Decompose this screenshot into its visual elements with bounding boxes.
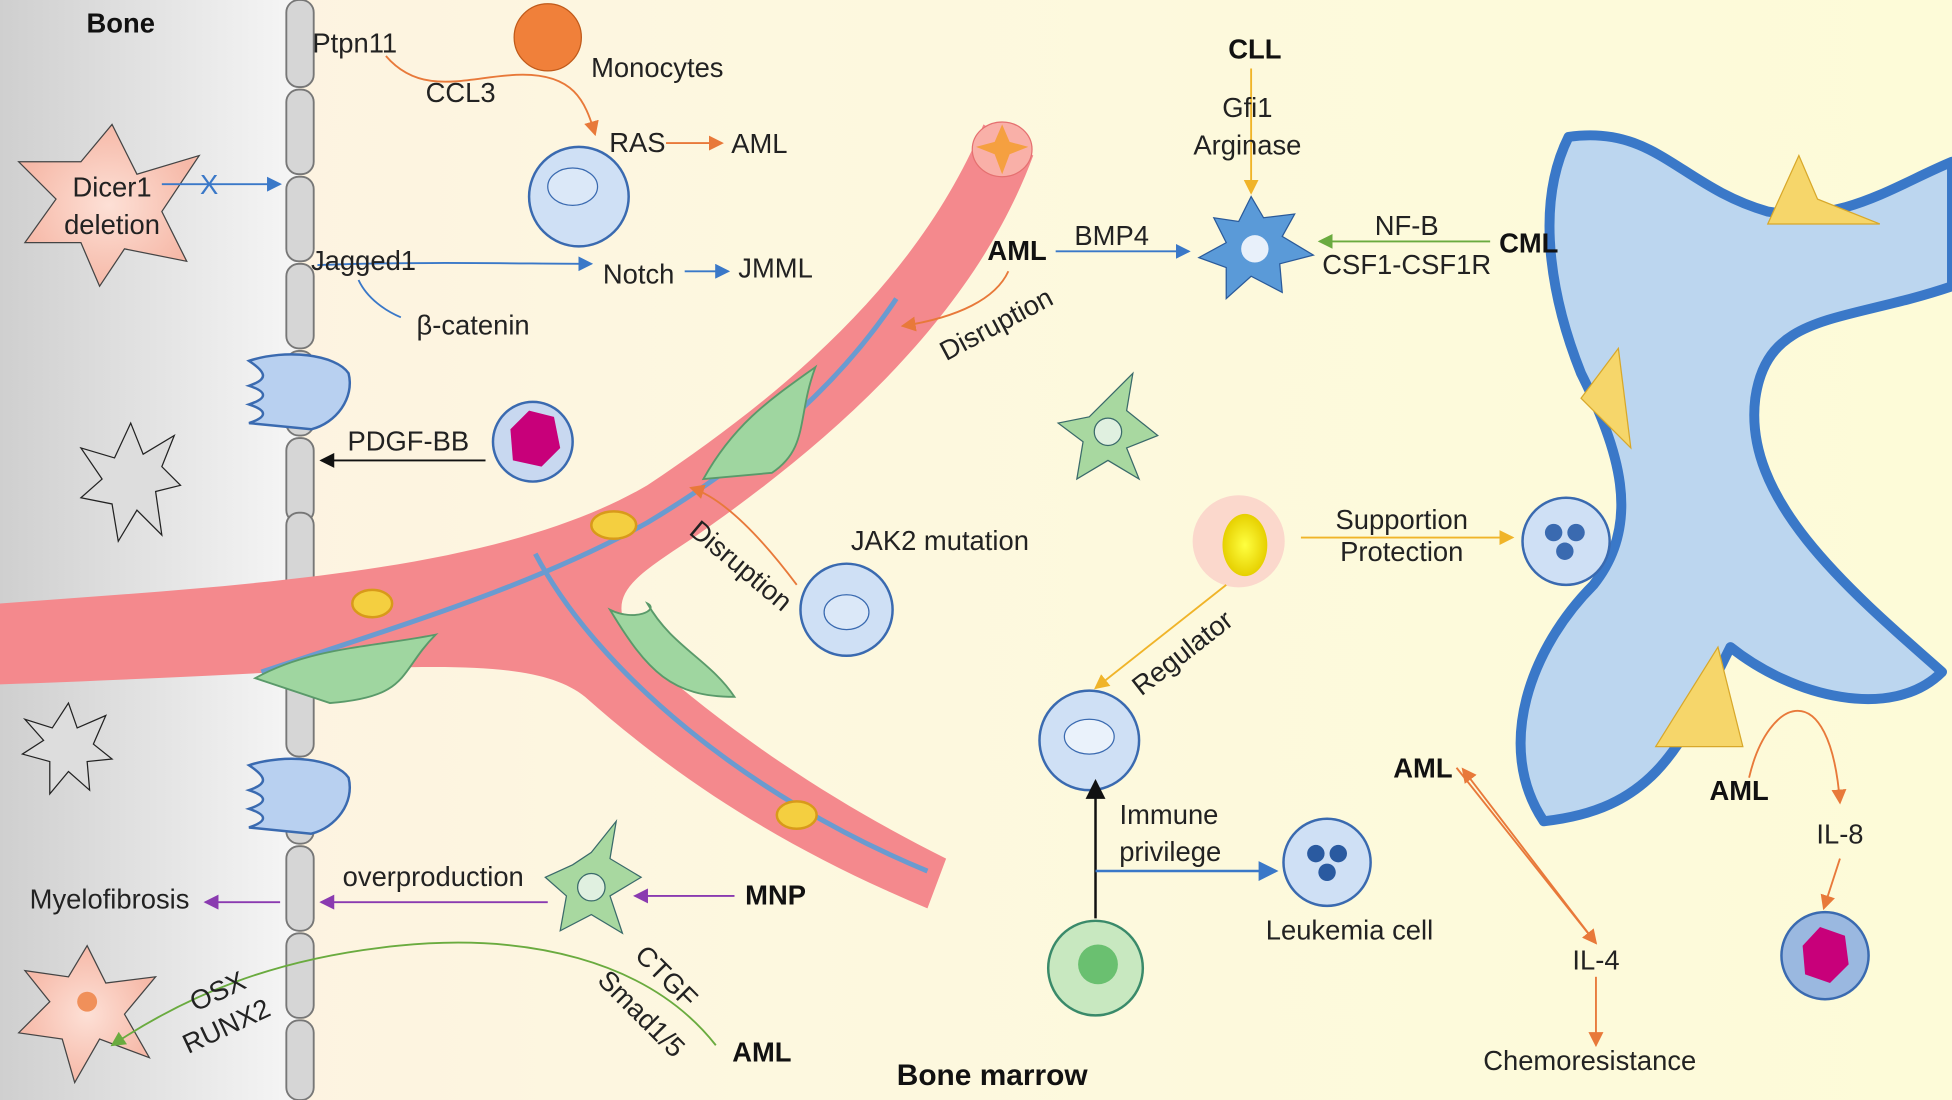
label-aml-ctgf: AML bbox=[732, 1036, 791, 1067]
label-dicer1: Dicer1 bbox=[72, 172, 151, 203]
vessel-endothelium bbox=[260, 297, 929, 874]
label-immune: Immune bbox=[1120, 799, 1219, 830]
label-ccl3: CCL3 bbox=[426, 77, 496, 108]
label-aml-bmp4: AML bbox=[987, 235, 1046, 266]
jak2-nucleus bbox=[823, 594, 870, 631]
label-supportion: Supportion bbox=[1336, 504, 1468, 535]
label-gfi1: Gfi1 bbox=[1222, 92, 1272, 123]
osteoclast-star-2 bbox=[20, 701, 114, 796]
dicer1-osteoblast bbox=[17, 123, 201, 288]
label-bmp4: BMP4 bbox=[1074, 220, 1149, 251]
yellow-stromal-cells bbox=[1580, 154, 1881, 748]
label-csf1-csf1r: CSF1-CSF1R bbox=[1322, 249, 1491, 280]
label-notch: Notch bbox=[603, 259, 675, 290]
label-nf-b: NF-B bbox=[1375, 210, 1439, 241]
label-overproduction: overproduction bbox=[343, 861, 524, 892]
osteoblast-bottom bbox=[17, 944, 158, 1085]
label-bone-marrow: Bone marrow bbox=[897, 1059, 1089, 1092]
pericytes bbox=[351, 510, 818, 830]
label-cll: CLL bbox=[1228, 33, 1281, 64]
label-pdgf-bb: PDGF-BB bbox=[347, 425, 469, 456]
immune-nucleus bbox=[1063, 718, 1115, 755]
x-block-icon: X bbox=[200, 169, 218, 200]
label-arginase: Arginase bbox=[1193, 129, 1301, 160]
label-privilege: privilege bbox=[1119, 836, 1221, 867]
label-myelofibrosis: Myelofibrosis bbox=[30, 883, 190, 914]
megakaryocyte-nucleus bbox=[510, 410, 561, 467]
osteoblast-nucleus bbox=[77, 991, 98, 1012]
label-aml-il8: AML bbox=[1709, 775, 1768, 806]
label-bone: Bone bbox=[87, 7, 155, 38]
leukemia-nuclei-front bbox=[1307, 844, 1347, 881]
label-il4: IL-4 bbox=[1572, 944, 1619, 975]
hsc-nucleus bbox=[547, 167, 599, 206]
label-aml-ras: AML bbox=[731, 128, 787, 159]
label-cml: CML bbox=[1499, 228, 1558, 259]
label-il8: IL-8 bbox=[1816, 819, 1863, 850]
arrows bbox=[110, 55, 1847, 1048]
label-leukemia-cell: Leukemia cell bbox=[1266, 914, 1433, 945]
protected-leukemia-cell bbox=[1521, 496, 1611, 587]
star-cell-in-lumen bbox=[976, 124, 1029, 175]
osteoclast-star-1 bbox=[79, 421, 182, 544]
mnp-nucleus bbox=[577, 872, 606, 902]
monocyte-icon bbox=[513, 3, 582, 72]
label-monocytes: Monocytes bbox=[591, 52, 723, 83]
label-jak2-mutation: JAK2 mutation bbox=[851, 525, 1029, 556]
megakaryocyte-right-nucleus bbox=[1802, 927, 1849, 984]
label-ras: RAS bbox=[609, 127, 665, 158]
sinusoid bbox=[1515, 130, 1952, 827]
label-beta-catenin: β-catenin bbox=[416, 310, 529, 341]
dendritic-nucleus bbox=[1241, 235, 1269, 263]
label-mnp: MNP bbox=[745, 880, 806, 911]
label-jmml: JMML bbox=[738, 252, 813, 283]
label-ptpn11: Ptpn11 bbox=[312, 27, 397, 58]
macrophage-nucleus bbox=[1093, 417, 1123, 447]
label-aml-il4: AML bbox=[1393, 753, 1452, 784]
label-deletion: deletion bbox=[64, 209, 160, 240]
label-jagged1: Jagged1 bbox=[311, 245, 416, 276]
msc-nucleus bbox=[1222, 513, 1268, 577]
leukemia-cell bbox=[1282, 817, 1372, 908]
osteoclasts bbox=[245, 353, 351, 835]
green-stromal-cells bbox=[252, 364, 818, 704]
green-nucleus bbox=[1078, 944, 1118, 985]
label-protection: Protection bbox=[1340, 536, 1463, 567]
label-chemoresistance: Chemoresistance bbox=[1483, 1045, 1696, 1076]
